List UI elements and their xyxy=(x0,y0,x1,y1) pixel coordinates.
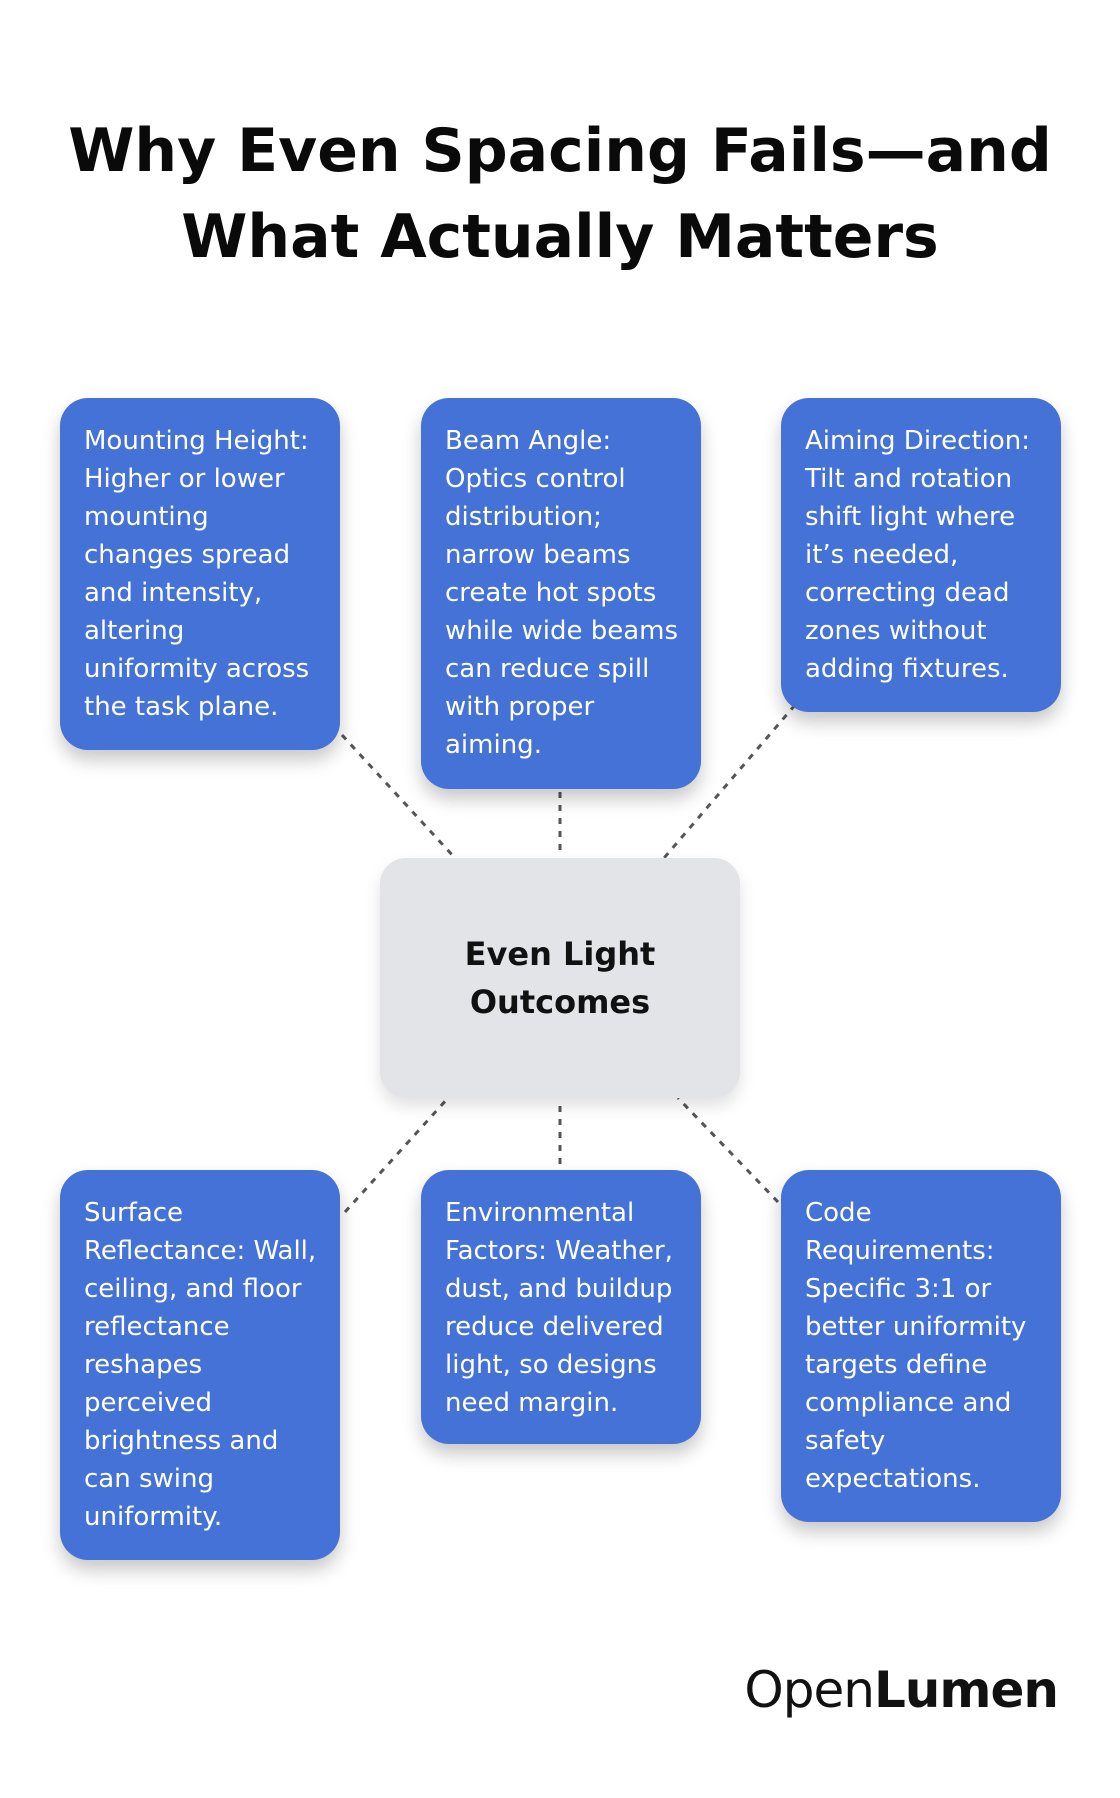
card-code-requirements-text: Code Requirements: Specific 3:1 or bette… xyxy=(805,1198,1027,1494)
card-aiming-direction-text: Aiming Direction: Tilt and rotation shif… xyxy=(805,426,1031,684)
brand-logo-part1: Open xyxy=(744,1661,875,1719)
card-mounting-height: Mounting Height: Higher or lower mountin… xyxy=(60,398,340,750)
connector-code xyxy=(676,1096,780,1204)
brand-logo: OpenLumen xyxy=(744,1660,1059,1720)
title-line-1: Why Even Spacing Fails—and xyxy=(68,116,1052,186)
card-surface-reflectance-text: Surface Reflectance: Wall, ceiling, and … xyxy=(84,1198,317,1532)
card-surface-reflectance: Surface Reflectance: Wall, ceiling, and … xyxy=(60,1170,340,1560)
center-node-label: Even Light Outcomes xyxy=(464,935,656,1021)
center-node: Even Light Outcomes xyxy=(380,858,740,1098)
page-title: Why Even Spacing Fails—and What Actually… xyxy=(0,108,1120,280)
card-beam-angle-text: Beam Angle: Optics control distribution;… xyxy=(445,426,679,760)
brand-logo-part2: Lumen xyxy=(873,1661,1059,1719)
card-beam-angle: Beam Angle: Optics control distribution;… xyxy=(421,398,701,789)
connector-mounting xyxy=(340,733,457,860)
card-environmental-factors-text: Environmental Factors: Weather, dust, an… xyxy=(445,1198,673,1418)
card-environmental-factors: Environmental Factors: Weather, dust, an… xyxy=(421,1170,701,1444)
card-code-requirements: Code Requirements: Specific 3:1 or bette… xyxy=(781,1170,1061,1522)
card-aiming-direction: Aiming Direction: Tilt and rotation shif… xyxy=(781,398,1061,712)
title-line-2: What Actually Matters xyxy=(181,202,939,272)
card-mounting-height-text: Mounting Height: Higher or lower mountin… xyxy=(84,426,310,722)
